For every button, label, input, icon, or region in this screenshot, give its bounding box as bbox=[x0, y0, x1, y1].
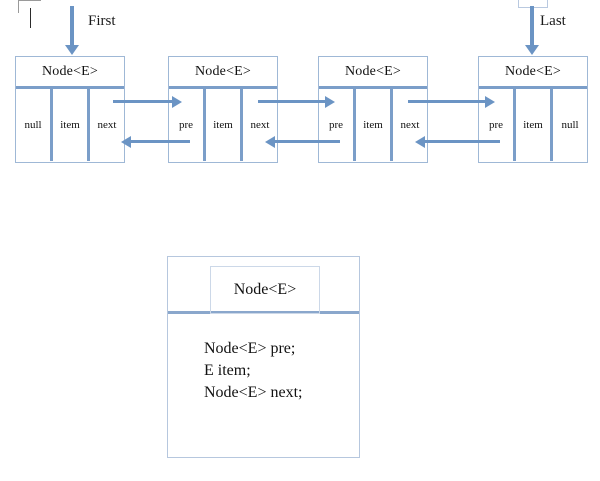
list-node-3: Node<E> pre item next bbox=[318, 56, 428, 163]
node-2-cell-item: item bbox=[203, 89, 240, 161]
node-2-header: Node<E> bbox=[169, 57, 277, 89]
node-1-cell-item: item bbox=[50, 89, 87, 161]
class-field-pre: Node<E> pre; bbox=[204, 340, 296, 357]
node-3-cell-next: next bbox=[390, 89, 427, 161]
list-node-2: Node<E> pre item next bbox=[168, 56, 278, 163]
page-margin-corner-mark bbox=[18, 0, 41, 13]
node-4-cell-pre: pre bbox=[488, 119, 504, 131]
node-1-cell-next: next bbox=[87, 89, 124, 161]
node-3-cell-pre: pre bbox=[328, 119, 344, 131]
node-4-body: pre item null bbox=[479, 89, 587, 161]
node-class-box: Node<E> Node<E> pre; E item; Node<E> nex… bbox=[167, 256, 360, 458]
next-arrow-2-to-3 bbox=[258, 100, 326, 103]
pre-arrow-3-to-2 bbox=[274, 140, 340, 143]
class-field-next: Node<E> next; bbox=[204, 384, 303, 402]
node-class-fields: Node<E> pre; E item; Node<E> next; bbox=[168, 314, 359, 404]
node-3-cell-item: item bbox=[353, 89, 390, 161]
last-pointer-arrow bbox=[530, 6, 534, 46]
node-class-header: Node<E> bbox=[168, 257, 359, 314]
class-field-item: E item; bbox=[204, 362, 251, 380]
pre-arrow-4-to-3 bbox=[424, 140, 500, 143]
node-4-title: Node<E> bbox=[504, 63, 562, 79]
node-4-header: Node<E> bbox=[479, 57, 587, 89]
node-3-title: Node<E> bbox=[344, 63, 402, 79]
node-2-title: Node<E> bbox=[194, 63, 252, 79]
node-2-cell-pre: pre bbox=[178, 119, 194, 131]
list-node-4: Node<E> pre item null bbox=[478, 56, 588, 163]
first-pointer-arrow bbox=[70, 6, 74, 46]
node-1-cell-pre: null bbox=[24, 119, 42, 131]
node-class-title-box: Node<E> bbox=[210, 266, 320, 314]
next-arrow-1-to-2 bbox=[113, 100, 173, 103]
last-pointer-label: Last bbox=[540, 13, 566, 29]
node-3-body: pre item next bbox=[319, 89, 427, 161]
node-class-title: Node<E> bbox=[233, 281, 297, 298]
node-4-cell-item: item bbox=[513, 89, 550, 161]
node-1-body: null item next bbox=[16, 89, 124, 161]
first-pointer-label: First bbox=[88, 13, 116, 29]
node-2-body: pre item next bbox=[169, 89, 277, 161]
pre-arrow-2-to-1 bbox=[130, 140, 190, 143]
node-3-header: Node<E> bbox=[319, 57, 427, 89]
node-1-title: Node<E> bbox=[41, 63, 99, 79]
node-1-header: Node<E> bbox=[16, 57, 124, 89]
node-4-cell-next: null bbox=[550, 89, 587, 161]
next-arrow-3-to-4 bbox=[408, 100, 486, 103]
text-caret bbox=[30, 8, 31, 28]
list-node-1: Node<E> null item next bbox=[15, 56, 125, 163]
node-2-cell-next: next bbox=[240, 89, 277, 161]
